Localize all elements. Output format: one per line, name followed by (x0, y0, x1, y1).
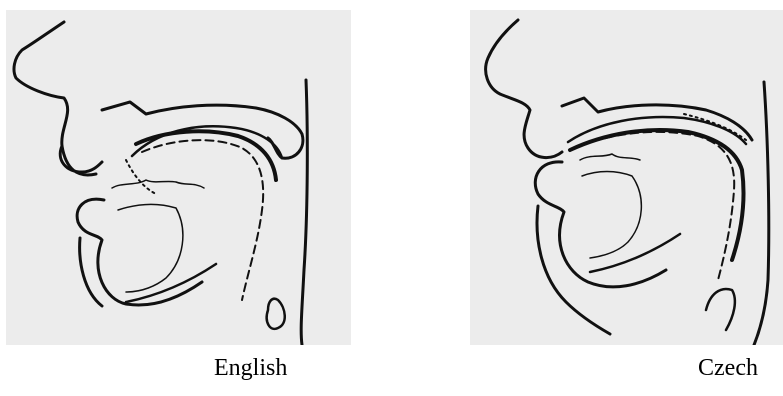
throat-line (706, 289, 735, 330)
lower-lip-outline (77, 199, 202, 305)
tongue-position-dashed-line (142, 140, 263, 300)
czech-caption: Czech (698, 355, 758, 382)
velum-dotted-line (126, 160, 156, 194)
tongue-surface-line (570, 130, 744, 260)
czech-sagittal-section (470, 10, 783, 345)
english-sagittal-section (6, 10, 351, 345)
upper-jaw-outline (562, 98, 752, 140)
nose-outline (486, 20, 562, 158)
tongue-body-outline (582, 172, 641, 259)
epiglottis-outline (267, 299, 285, 329)
tongue-body-outline (118, 204, 183, 292)
lower-lip-outline (535, 162, 666, 287)
lower-teeth-outline (112, 180, 204, 188)
nose-outline (14, 22, 96, 175)
czech-vocal-tract-drawing (470, 10, 783, 345)
lower-tongue-line (590, 234, 680, 272)
tongue-position-dashed-line (580, 132, 734, 280)
pharynx-back-wall (301, 80, 307, 345)
english-vocal-tract-drawing (6, 10, 351, 345)
pharynx-back-wall (754, 82, 769, 345)
english-caption: English (214, 355, 287, 382)
lower-teeth-outline (580, 154, 640, 160)
